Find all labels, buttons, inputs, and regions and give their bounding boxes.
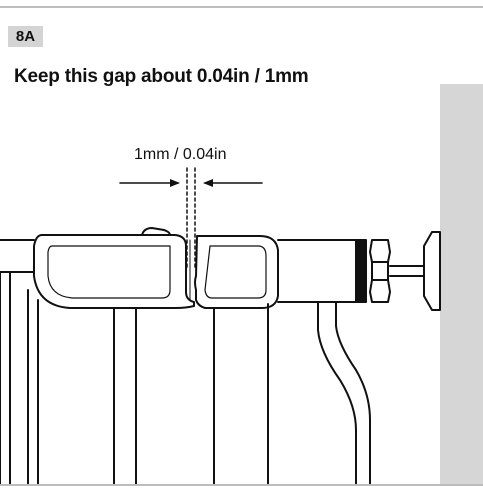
- left-clamp: [33, 234, 195, 309]
- wall-cup: [423, 231, 441, 311]
- spindle-cap: [355, 239, 367, 303]
- wall-panel: [440, 84, 483, 484]
- arrow-right-head: [203, 179, 213, 187]
- left-clamp-inner: [47, 245, 171, 299]
- step-badge: 8A: [8, 26, 43, 47]
- step-label: 8A: [15, 28, 36, 45]
- right-clamp: [194, 235, 279, 309]
- frame-curve: [317, 301, 357, 485]
- frame-curve-inner: [335, 301, 371, 485]
- top-divider: [0, 6, 483, 8]
- instruction-heading: Keep this gap about 0.04in / 1mm: [14, 66, 309, 87]
- bottom-divider: [0, 484, 483, 486]
- right-clamp-inner: [204, 245, 267, 299]
- gap-measurement-label: 1mm / 0.04in: [134, 146, 227, 163]
- spindle-nut: [369, 239, 391, 303]
- clamp-knob: [141, 227, 171, 236]
- arrow-left-head: [170, 179, 180, 187]
